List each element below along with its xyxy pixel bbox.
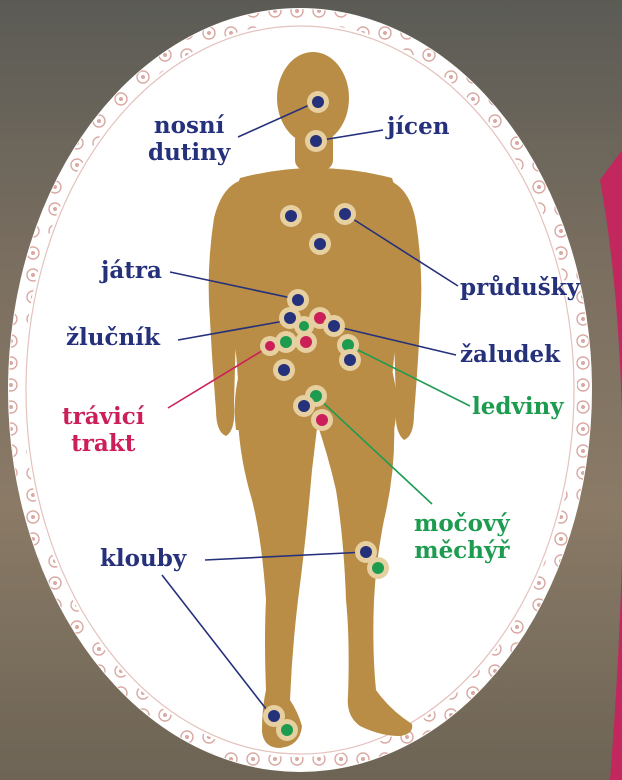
dot-nose [312,96,324,108]
label-prudusky: průdušky [460,274,580,301]
dot-stomach [328,320,340,332]
label-nosni-dutiny: nosní dutiny [148,112,230,166]
label-mocovy-line2: měchýř [414,537,510,564]
dot-digestive-3 [265,341,275,351]
label-jatra: játra [101,257,162,284]
label-travici-line2: trakt [62,430,145,457]
dot-lung-center [314,238,326,250]
dot-gallbladder [284,312,296,324]
dot-knee-green [372,562,384,574]
dot-knee [360,546,372,558]
label-nosni-line2: dutiny [148,139,230,166]
label-zlucnik: žlučník [66,324,160,351]
dot-ankle [268,710,280,722]
dot-digestive-2 [300,336,312,348]
dot-intestine-right [344,354,356,366]
dot-colon [316,414,328,426]
dot-intestine-left [278,364,290,376]
label-zaludek: žaludek [460,341,560,368]
label-jicen: jícen [387,113,449,140]
dot-pelvis [298,400,310,412]
label-nosni-line1: nosní [148,112,230,139]
label-travici-line1: trávicí [62,403,145,430]
label-mocovy-mechyr: močový měchýř [414,510,510,564]
dot-kidney-center [299,321,309,331]
dot-kidney-left [280,336,292,348]
dot-liver [292,294,304,306]
dot-throat [310,135,322,147]
label-ledviny: ledviny [472,393,564,420]
dot-lung-right [339,208,351,220]
label-mocovy-line1: močový [414,510,510,537]
label-travici-trakt: trávicí trakt [62,403,145,457]
dot-ankle-green [281,724,293,736]
fabric-edge [600,150,622,780]
label-klouby: klouby [100,545,186,572]
dot-lung-left [285,210,297,222]
